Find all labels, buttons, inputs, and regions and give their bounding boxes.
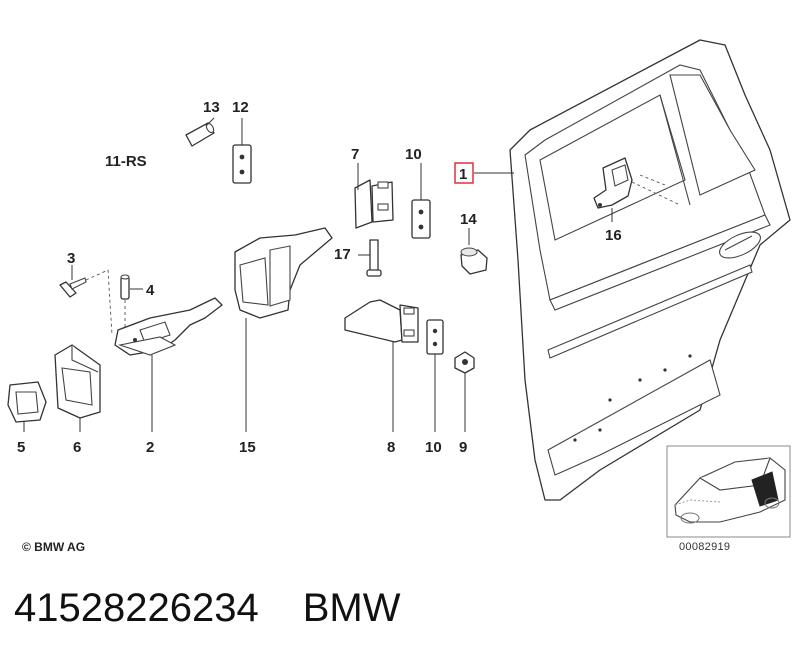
callout-15: 15 [239,439,256,456]
callout-12: 12 [232,99,249,116]
buffer-14 [460,228,488,275]
bracket-16 [593,157,681,222]
hinge-8 [344,299,419,432]
footer-caption: 41528226234 BMW [14,586,400,631]
bolt-17 [358,239,382,277]
plate-10-bottom [426,319,444,432]
part-number: 41528226234 [14,586,259,630]
hinge-7 [354,163,394,229]
callout-17: 17 [334,246,351,263]
striker-15 [234,227,333,432]
callout-7: 7 [351,146,359,163]
callout-8: 8 [387,439,395,456]
brand-name: BMW [302,586,401,630]
callout-11-rs: 11-RS [105,153,147,170]
callout-4: 4 [146,282,155,299]
diagram-number: 00082919 [679,541,731,553]
callout-1: 1 [459,166,467,183]
copyright-label: © BMW AG [22,540,86,554]
boot-6 [54,344,101,432]
callout-14: 14 [460,211,477,228]
callout-10-top: 10 [405,146,422,163]
plate-10-top [411,163,431,239]
boot-5 [7,381,47,432]
pin-13 [185,117,215,147]
plate-12 [232,118,252,184]
callout-9: 9 [459,439,467,456]
screw-3 [59,265,113,336]
parts-diagram: 1 2 3 4 5 6 7 8 9 10 10 11-RS 12 13 14 1… [7,39,791,538]
callout-13: 13 [203,99,220,116]
callout-16: 16 [605,227,622,244]
callout-10-bottom: 10 [425,439,442,456]
callout-3: 3 [67,250,75,267]
callout-2: 2 [146,439,154,456]
callout-5: 5 [17,439,25,456]
door-check-arm-2 [114,297,223,432]
inset-car-thumbnail [666,445,791,538]
highlight-box [454,162,474,184]
pin-4 [120,274,143,330]
callout-6: 6 [73,439,81,456]
nut-9 [454,351,475,432]
rear-door-panel [509,39,791,501]
